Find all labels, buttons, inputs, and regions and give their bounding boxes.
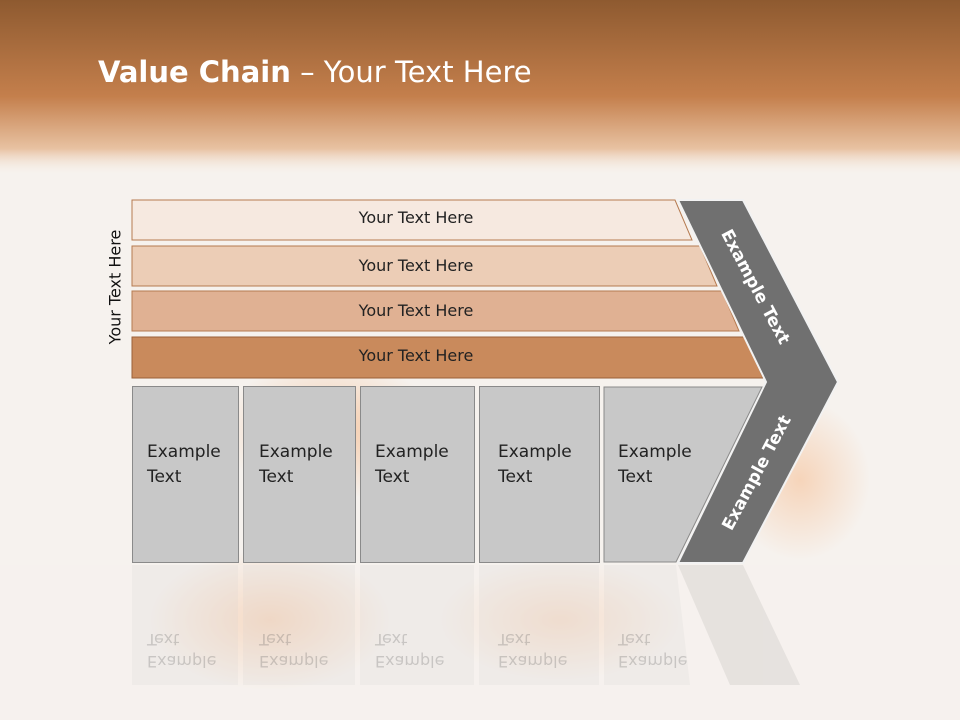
reflection [132, 565, 800, 685]
bar-1-label: Your Text Here [358, 208, 474, 227]
reflection-fade [0, 565, 960, 720]
bar-2-label: Your Text Here [358, 256, 474, 275]
box-2 [243, 386, 356, 563]
page-title: Value Chain – Your Text Here [98, 55, 532, 89]
bar-3 [131, 290, 740, 332]
box-5-shape [603, 386, 763, 563]
side-label: Your Text Here [105, 229, 125, 345]
orange-decoration [150, 550, 390, 690]
bar-1 [131, 199, 693, 241]
box-1 [132, 386, 239, 563]
orange-decoration [440, 560, 680, 680]
box-3 [360, 386, 475, 563]
bar-2 [131, 245, 718, 287]
chevron-arrow [676, 199, 840, 564]
box-4 [479, 386, 600, 563]
bar-4-label: Your Text Here [358, 346, 474, 365]
bar-3-label: Your Text Here [358, 301, 474, 320]
